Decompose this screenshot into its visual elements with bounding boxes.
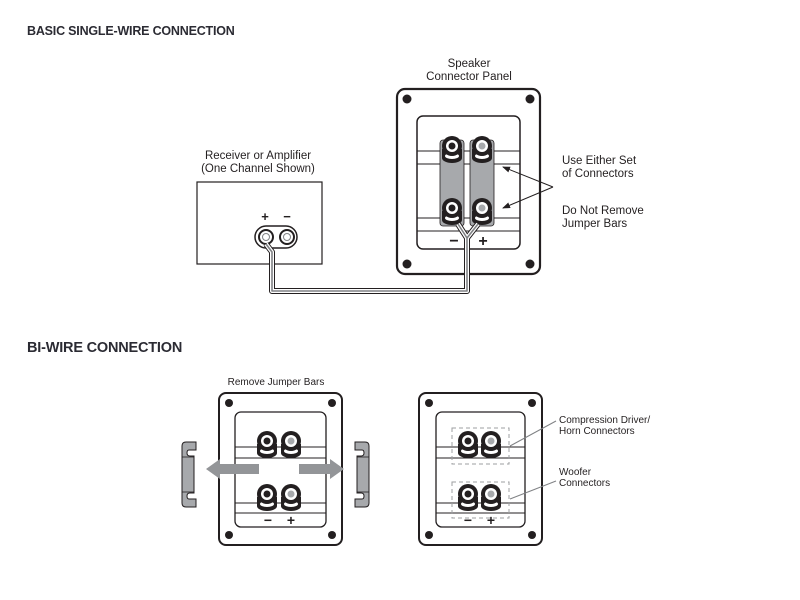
remove-jumper-bars-label: Remove Jumper Bars [228,377,325,388]
bi-wire-right-panel: − + Compression Driver/ Horn Connectors … [418,392,650,546]
receiver-label-line1: Receiver or Amplifier [205,150,311,162]
screw-icon [225,531,233,539]
binding-post-negative [458,484,478,511]
binding-post-negative [458,431,478,458]
binding-post-positive [481,484,501,511]
binding-post-positive [281,484,301,511]
screw-icon [402,259,412,269]
screw-icon [425,531,433,539]
binding-post-positive [472,136,492,163]
screw-icon [328,531,336,539]
screw-icon [525,94,535,104]
screw-icon [225,399,233,407]
horn-connectors-dashed-box [451,427,510,465]
panel-label-line1: Speaker [448,58,491,70]
binding-post-negative [257,484,277,511]
arrow-right-icon [299,459,344,479]
single-wire-callouts: Use Either Set of Connectors Do Not Remo… [502,155,644,230]
receiver-negative-sign: − [283,209,291,224]
binding-post-positive [281,431,301,458]
binding-post-negative [257,431,277,458]
callout-use-either-set-line2: of Connectors [562,168,634,180]
bi-wire-heading: BI-WIRE CONNECTION [27,340,183,356]
binding-post-negative [442,198,462,225]
screw-icon [328,399,336,407]
screw-icon [525,259,535,269]
single-wire-heading: BASIC SINGLE-WIRE CONNECTION [27,24,235,38]
woofer-connectors-dashed-box [451,481,510,519]
callout-horn-line2: Horn Connectors [559,426,635,437]
receiver-label-line2: (One Channel Shown) [201,163,315,175]
right-panel-negative-sign: − [464,512,472,528]
speaker-connector-panel: Speaker Connector Panel − + [395,58,542,276]
left-panel-positive-sign: + [287,512,295,528]
callout-do-not-remove-line2: Jumper Bars [562,218,627,230]
callout-use-either-set-line1: Use Either Set [562,155,637,167]
arrow-left-icon [206,459,259,479]
receiver-amplifier: Receiver or Amplifier (One Channel Shown… [196,150,323,265]
panel-negative-sign: − [449,233,458,250]
callout-do-not-remove-line1: Do Not Remove [562,205,644,217]
callout-horn-line1: Compression Driver/ [559,415,650,426]
removed-jumper-bar-right [354,441,370,508]
bi-wire-left-panel: Remove Jumper Bars − + [181,377,370,546]
binding-post-positive [481,431,501,458]
panel-positive-sign: + [478,233,487,250]
binding-post-negative [442,136,462,163]
callout-leader-line [509,420,557,447]
speaker-wire [263,222,481,294]
screw-icon [402,94,412,104]
screw-icon [528,399,536,407]
receiver-positive-sign: + [261,209,269,224]
callout-woofer-line1: Woofer [559,467,592,478]
callout-leader-line [509,480,557,500]
screw-icon [425,399,433,407]
receiver-box [196,181,323,265]
panel-label-line2: Connector Panel [426,71,512,83]
callout-woofer-line2: Connectors [559,478,610,489]
left-panel-negative-sign: − [264,512,272,528]
screw-icon [528,531,536,539]
right-panel-positive-sign: + [487,512,495,528]
removed-jumper-bar-left [181,441,197,508]
binding-post-positive [472,198,492,225]
